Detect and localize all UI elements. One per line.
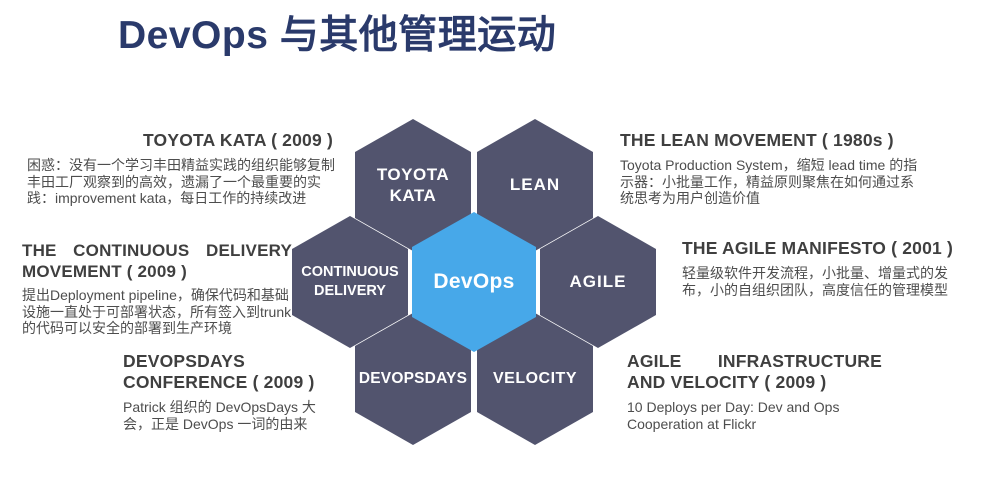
- hexagon-continuous-delivery: CONTINUOUS DELIVERY: [292, 216, 408, 348]
- block-devopsdays-conference: DEVOPSDAYS CONFERENCE ( 2009 ) Patrick 组…: [123, 351, 338, 432]
- block-agile-infrastructure-body: 10 Deploys per Day: Dev and Ops Cooperat…: [627, 399, 840, 432]
- block-agile-infrastructure-heading: AGILE INFRASTRUCTURE AND VELOCITY ( 2009…: [627, 351, 882, 392]
- hexagon-velocity-label: VELOCITY: [492, 370, 577, 387]
- block-continuous-delivery-heading: THE CONTINUOUS DELIVERY MOVEMENT ( 2009 …: [22, 241, 292, 281]
- hexagon-toyota-kata-label: TOYOTA KATA: [376, 165, 450, 205]
- block-toyota-kata-heading: TOYOTA KATA ( 2009 ): [142, 130, 333, 150]
- hexagon-agile-label: AGILE: [569, 272, 627, 291]
- hexagon-lean-label: LEAN: [509, 175, 561, 194]
- block-toyota-kata: TOYOTA KATA ( 2009 ) 困惑：没有一个学习丰田精益实践的组织能…: [27, 130, 347, 207]
- hexagon-toyota-kata: TOYOTA KATA: [355, 119, 471, 251]
- block-agile-infrastructure: AGILE INFRASTRUCTURE AND VELOCITY ( 2009…: [627, 351, 882, 432]
- block-agile-manifesto-body: 轻量级软件开发流程，小批量、增量式的发布，小的自组织团队，高度信任的管理模型: [682, 265, 948, 298]
- block-devopsdays-conference-body: Patrick 组织的 DevOpsDays 大会，正是 DevOps 一词的由…: [123, 399, 316, 432]
- block-agile-manifesto: THE AGILE MANIFESTO ( 2001 ) 轻量级软件开发流程，小…: [682, 238, 967, 298]
- block-continuous-delivery-body: 提出Deployment pipeline，确保代码和基础设施一直处于可部署状态…: [22, 287, 292, 336]
- block-continuous-delivery: THE CONTINUOUS DELIVERY MOVEMENT ( 2009 …: [22, 240, 292, 337]
- page-title: DevOps 与其他管理运动: [118, 14, 557, 57]
- hexagon-devops-label: DevOps: [433, 270, 515, 293]
- block-lean-movement-body: Toyota Production System，缩短 lead time 的指…: [620, 157, 918, 206]
- block-agile-manifesto-heading: THE AGILE MANIFESTO ( 2001 ): [682, 238, 954, 258]
- block-lean-movement: THE LEAN MOVEMENT ( 1980s ) Toyota Produ…: [620, 130, 920, 207]
- hexagon-continuous-delivery-label: CONTINUOUS DELIVERY: [301, 264, 399, 299]
- block-toyota-kata-body: 困惑：没有一个学习丰田精益实践的组织能够复制丰田工厂观察到的高效，遗漏了一个最重…: [27, 157, 335, 206]
- block-lean-movement-heading: THE LEAN MOVEMENT ( 1980s ): [620, 130, 894, 150]
- hexagon-devopsdays-label: DEVOPSDAYS: [358, 370, 468, 387]
- block-devopsdays-conference-heading: DEVOPSDAYS CONFERENCE ( 2009 ): [123, 351, 315, 392]
